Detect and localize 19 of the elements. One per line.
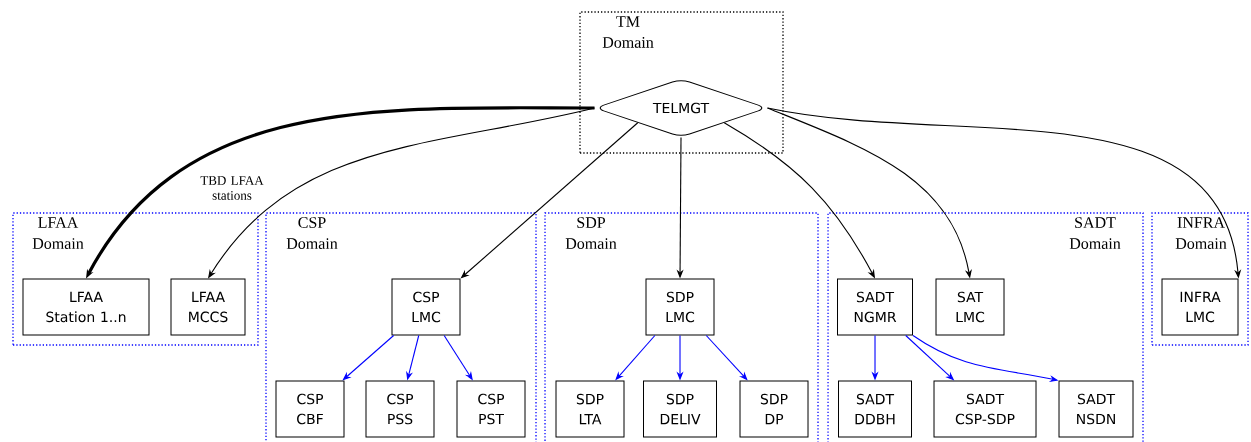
component-box: SADT DDBH <box>838 380 912 438</box>
arrow <box>342 334 395 381</box>
component-box: INFRA LMC <box>1161 278 1239 336</box>
component-box: CSP CBF <box>275 380 345 438</box>
component-box: LFAA Station 1..n <box>22 278 150 336</box>
component-box: CSP PST <box>456 380 526 438</box>
component-box: SDP DELIV <box>643 380 717 438</box>
component-box: SADT CSP-SDP <box>933 380 1037 438</box>
component-box: SADT NSDN <box>1058 380 1134 438</box>
component-box: CSP PSS <box>365 380 435 438</box>
component-box: SADT NGMR <box>837 278 913 336</box>
component-box: CSP LMC <box>391 278 461 336</box>
component-box: LFAA MCCS <box>170 278 246 336</box>
edge-label: TBD LFAA stations <box>192 175 272 201</box>
component-box: SDP DP <box>739 380 809 438</box>
component-box: SAT LMC <box>935 278 1005 336</box>
component-box: SDP LTA <box>555 380 625 438</box>
component-box: SDP LMC <box>645 278 715 336</box>
diamond-node: TELMGT <box>599 80 763 136</box>
